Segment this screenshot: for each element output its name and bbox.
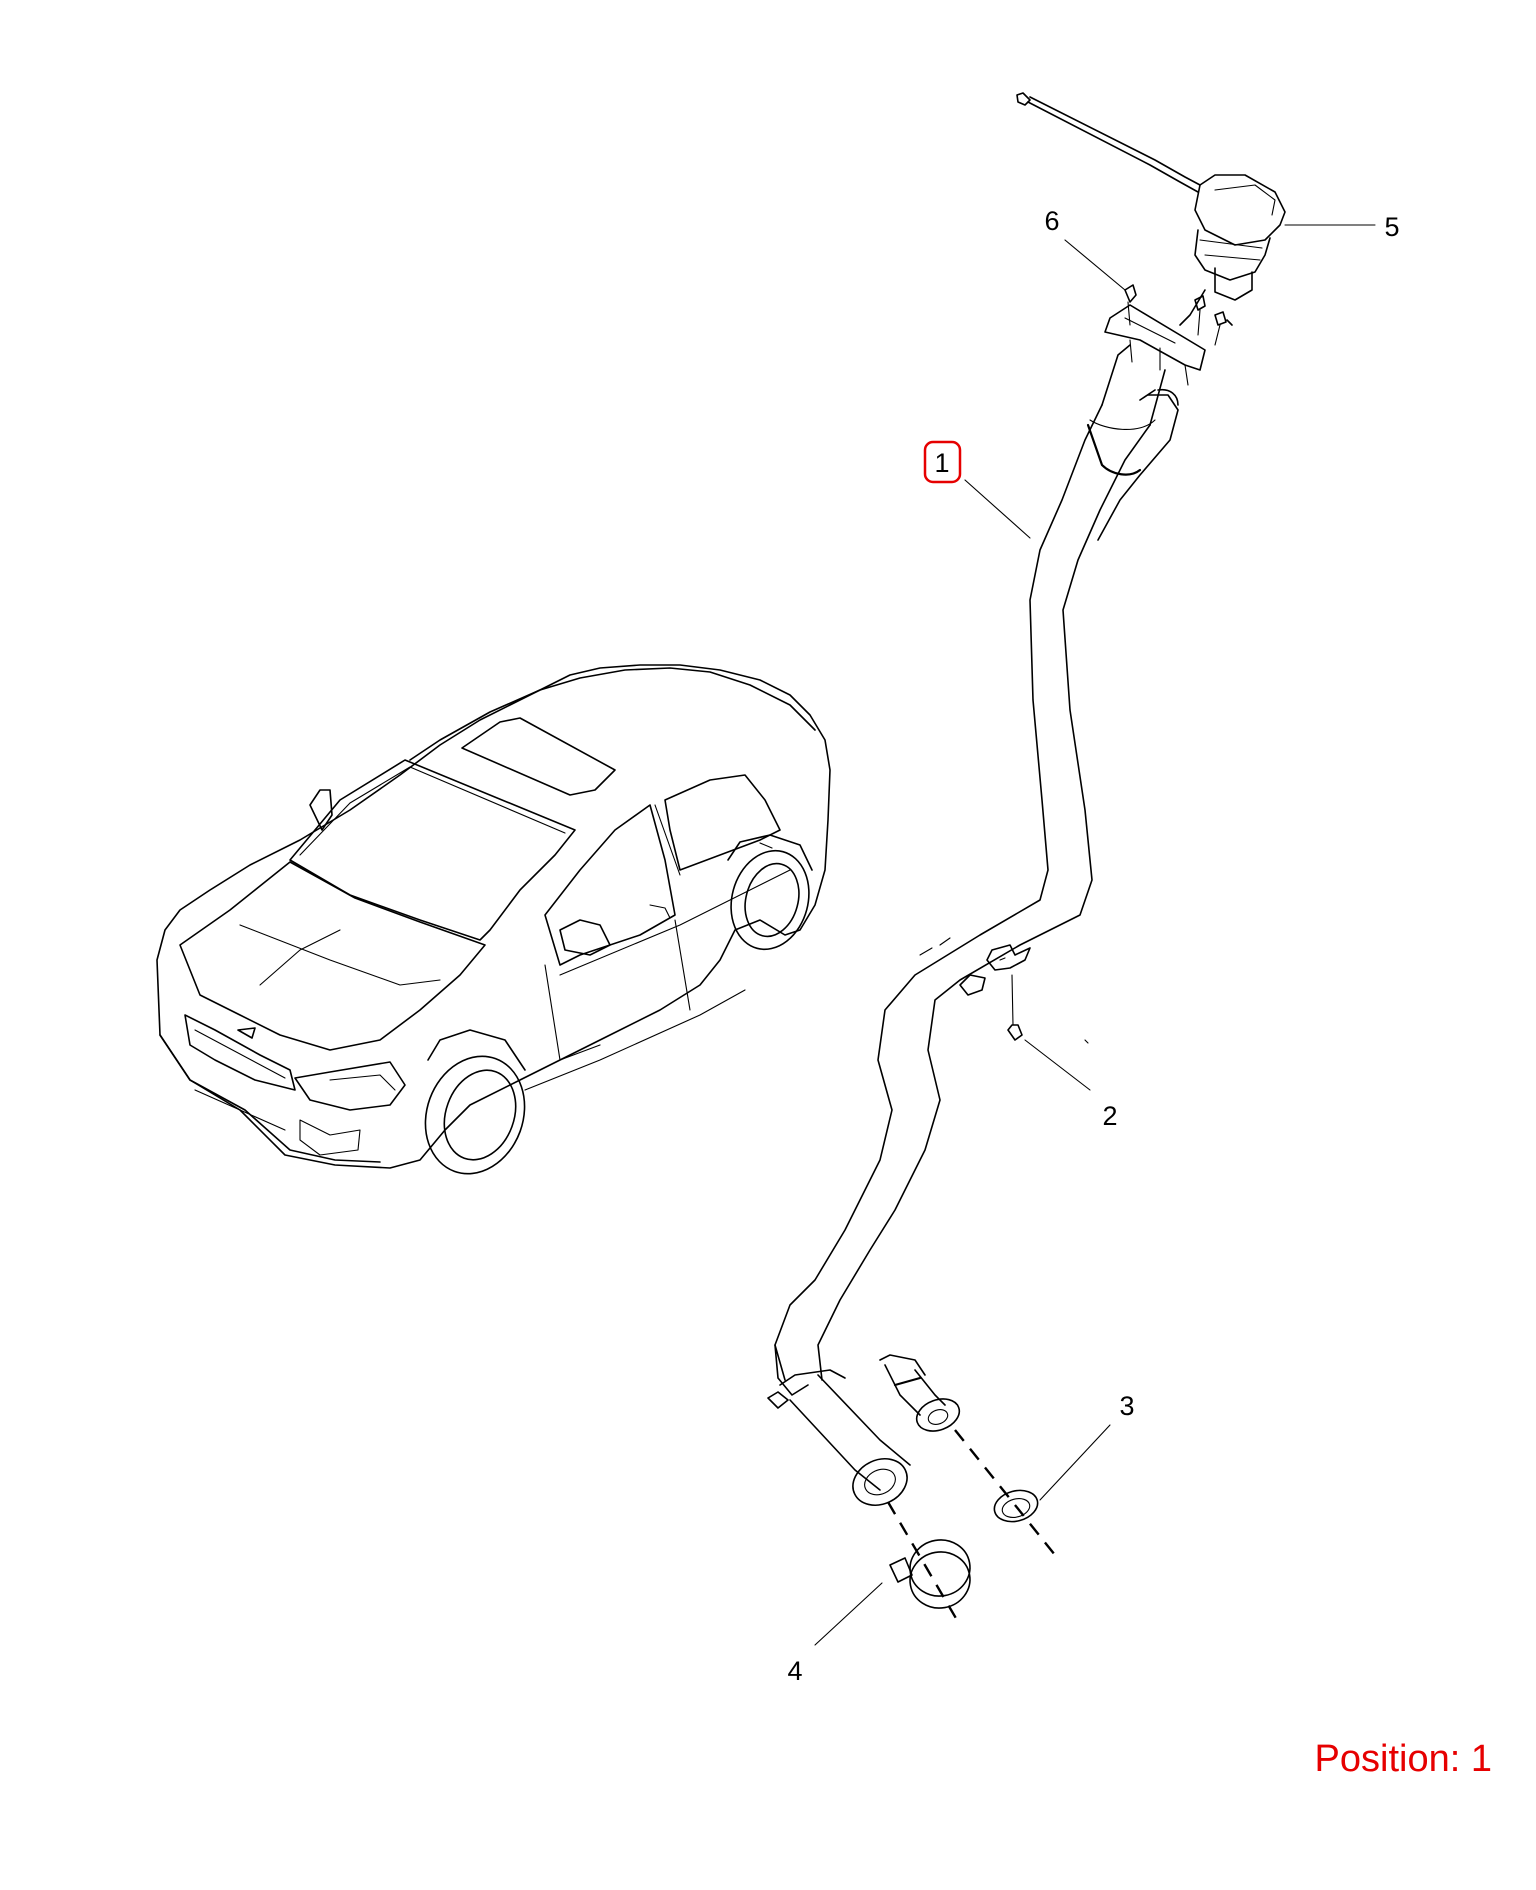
clamp-4 [889,1539,971,1609]
assembly-line-3 [954,1429,1056,1556]
callout-3[interactable]: 3 [1119,1391,1134,1421]
callout-6[interactable]: 6 [1044,206,1059,236]
callout-number: 1 [934,448,949,478]
car-illustration [156,664,831,1175]
callout-number: 4 [787,1656,802,1686]
clamp-3 [993,1489,1039,1523]
callout-2[interactable]: 2 [1102,1101,1117,1131]
callout-1[interactable]: 1 [923,440,962,484]
callout-number: 2 [1102,1101,1117,1131]
fuel-filler-pipe [767,92,1286,1506]
callout-4[interactable]: 4 [787,1656,802,1686]
leader-lines [814,224,1376,1646]
callout-number: 6 [1044,206,1059,236]
callout-number: 3 [1119,1391,1134,1421]
callout-highlight-box [923,440,962,484]
position-label: Position: 1 [1314,1738,1492,1780]
callout-number: 5 [1384,212,1399,242]
callout-5[interactable]: 5 [1384,212,1399,242]
